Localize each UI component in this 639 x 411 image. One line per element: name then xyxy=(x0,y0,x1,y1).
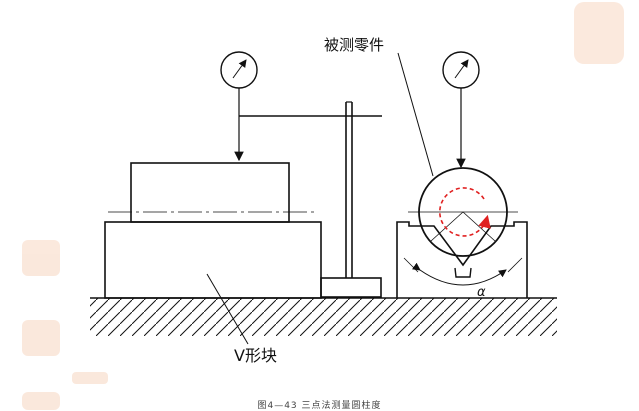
label-v-block: V形块 xyxy=(234,346,277,365)
ground xyxy=(90,297,557,336)
label-measured-part: 被测零件 xyxy=(324,36,384,54)
rotation-arrow xyxy=(439,187,491,237)
label-angle-alpha: α xyxy=(477,285,486,300)
dial-indicator-left xyxy=(220,51,258,162)
vblock-leader-line xyxy=(206,273,249,345)
dial-indicator-right xyxy=(442,51,480,169)
workpiece-cross-section xyxy=(408,167,518,257)
figure-caption: 图4—43 三点法测量圆柱度 xyxy=(257,401,382,411)
base-block xyxy=(104,221,322,299)
v-block xyxy=(396,221,528,298)
angle-alpha-indicator xyxy=(403,257,523,286)
workpiece-side-view xyxy=(130,162,290,223)
indicator-stand xyxy=(239,101,382,298)
watermark-stamps xyxy=(22,2,624,410)
part-leader-line xyxy=(397,52,434,177)
